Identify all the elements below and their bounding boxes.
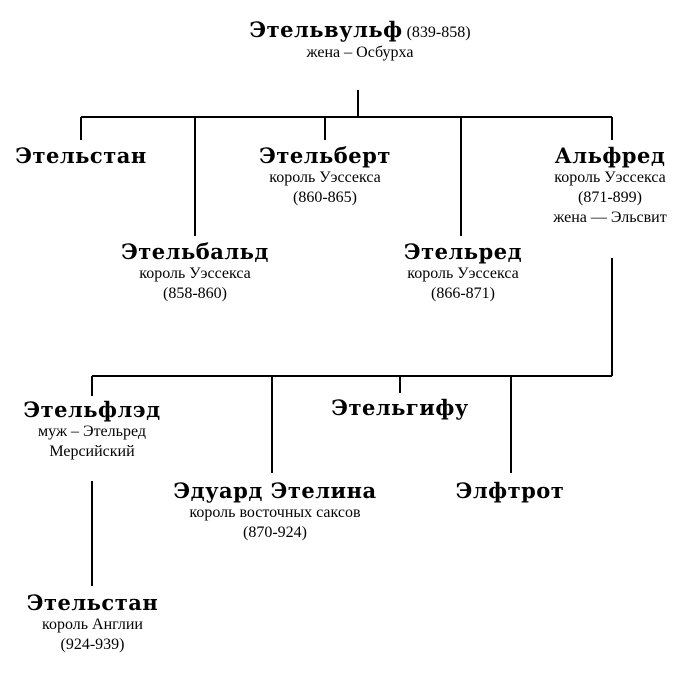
child-title: король Уэссекса — [554, 169, 666, 187]
great-grandchild-title: король Англии — [41, 616, 143, 634]
child-title: король Уэссекса — [139, 265, 251, 283]
root-spouse: жена – Осбурха — [306, 44, 414, 61]
great-grandchild-node: Этельстан король Англии (924-939) — [10, 590, 175, 655]
grandchild-reign: (870-924) — [243, 524, 307, 542]
grandchild-node-edward: Эдуард Этелина король восточных саксов (… — [160, 478, 390, 543]
child-name: Этельстан — [15, 143, 147, 168]
child-node-athelstan: Этельстан — [6, 143, 156, 168]
child-title: король Уэссекса — [269, 169, 381, 187]
child-reign: (860-865) — [293, 189, 357, 207]
child-title: король Уэссекса — [407, 265, 519, 283]
child-name: Альфред — [554, 143, 666, 168]
grandchild-spouse: муж – Этельред — [38, 423, 146, 441]
child-spouse: жена — Эльсвит — [553, 209, 667, 227]
grandchild-spouse-line2: Мерсийский — [49, 443, 135, 461]
child-name: Этельберт — [259, 143, 391, 168]
grandchild-name: Эдуард Этелина — [173, 478, 377, 503]
grandchild-node-aelfthryth: Элфтрот — [440, 478, 580, 503]
grandchild-node-aethelgifu: Этельгифу — [320, 395, 480, 420]
child-node-aethelbald: Этельбальд король Уэссекса (858-860) — [100, 239, 290, 304]
great-grandchild-name: Этельстан — [26, 590, 159, 615]
child-reign: (871-899) — [578, 189, 642, 207]
root-reign: (839-858) — [406, 24, 471, 41]
child-name: Этельред — [403, 239, 523, 264]
grandchild-name: Этельфлэд — [23, 397, 161, 422]
child-node-aethelberht: Этельберт король Уэссекса (860-865) — [230, 143, 420, 208]
child-reign: (866-871) — [431, 285, 495, 303]
great-grandchild-reign: (924-939) — [60, 636, 125, 654]
root-name: Этельвульф — [249, 17, 403, 42]
grandchild-title: король восточных саксов — [189, 504, 361, 522]
root-node: Этельвульф (839-858) жена – Осбурха — [190, 17, 530, 63]
child-node-aethelred: Этельред король Уэссекса (866-871) — [368, 239, 558, 304]
child-name: Этельбальд — [121, 239, 269, 264]
grandchild-name: Элфтрот — [455, 478, 565, 503]
child-node-alfred: Альфред король Уэссекса (871-899) жена —… — [525, 143, 695, 228]
grandchild-node-aethelflaed: Этельфлэд муж – Этельред Мерсийский — [12, 397, 172, 462]
child-reign: (858-860) — [163, 285, 227, 303]
grandchild-name: Этельгифу — [331, 395, 469, 420]
